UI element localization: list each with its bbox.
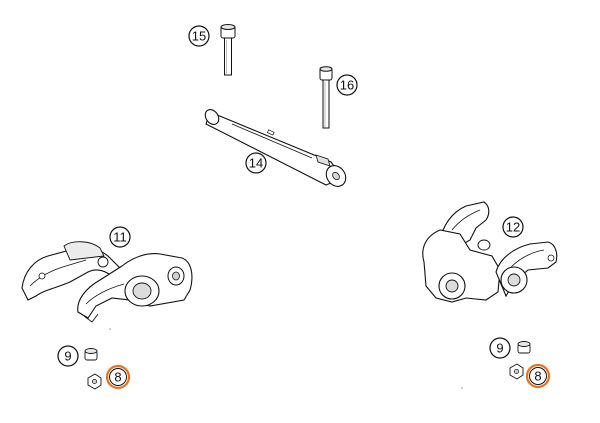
callout-14[interactable]: 14 [245,152,267,174]
part-9-cap-right[interactable] [517,341,531,354]
part-14-rocker-shaft[interactable] [202,107,349,190]
callout-8-right-label: 8 [534,369,541,384]
callout-9-right[interactable]: 9 [489,337,511,359]
callout-12[interactable]: 12 [502,216,524,238]
part-12-rocker-arm[interactable] [422,201,558,303]
part-8-nut-left[interactable] [87,373,102,390]
callout-9-left[interactable]: 9 [57,345,79,367]
callout-8-right[interactable]: 8 [525,363,551,389]
callout-8-left[interactable]: 8 [105,364,131,390]
part-8-nut-right[interactable] [509,363,524,380]
speck-marks [109,328,463,389]
callout-15-label: 15 [192,29,206,44]
callout-8-left-label: 8 [114,370,121,385]
callout-14-label: 14 [249,156,263,171]
part-16-screw[interactable] [319,66,333,129]
callout-16-label: 16 [340,78,354,93]
callout-9-left-label: 9 [64,349,71,364]
callout-15[interactable]: 15 [188,25,210,47]
callout-11-label: 11 [113,230,127,245]
part-9-cap-left[interactable] [84,348,98,361]
callout-9-right-label: 9 [496,341,503,356]
callout-16[interactable]: 16 [336,74,358,96]
part-15-screw[interactable] [220,24,236,76]
callout-12-label: 12 [506,220,520,235]
callout-11[interactable]: 11 [109,226,131,248]
part-11-rocker-arm[interactable] [21,241,193,323]
